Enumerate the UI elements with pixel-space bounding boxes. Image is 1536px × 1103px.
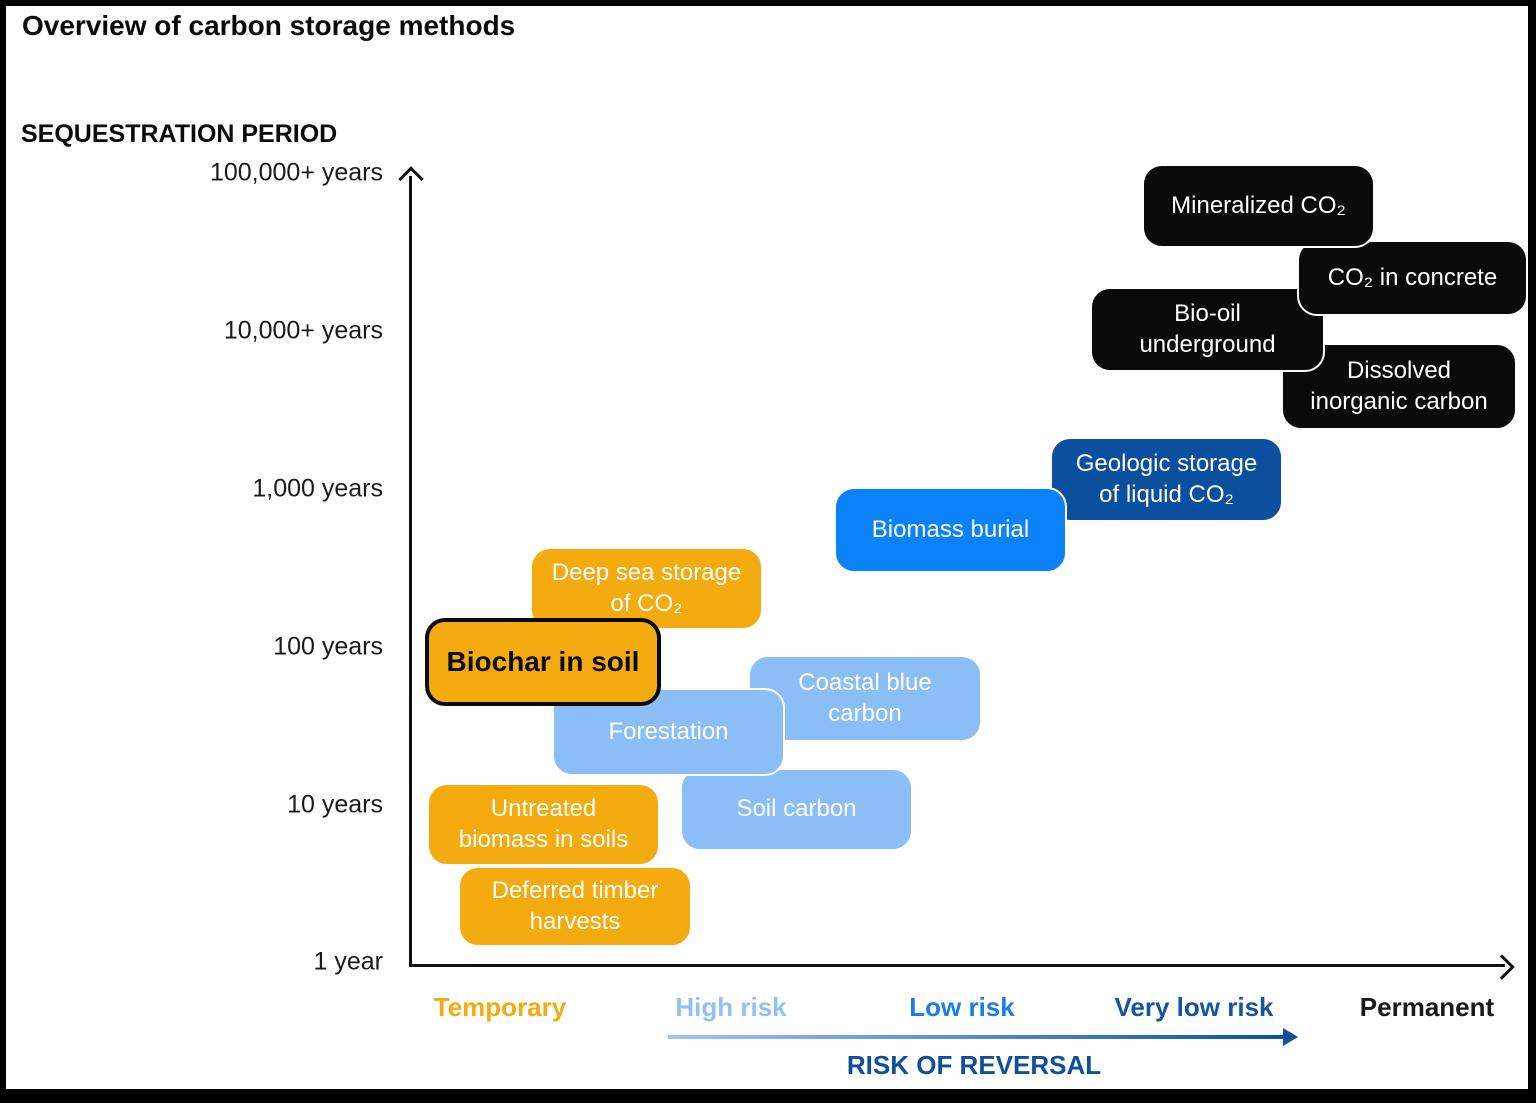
- method-label: Forestation: [608, 717, 729, 745]
- method-label: Biochar in soil: [446, 646, 640, 678]
- method-box-geologic-storage: Geologic storage of liquid CO₂: [1050, 437, 1283, 522]
- method-label: Dissolved inorganic carbon: [1310, 357, 1488, 415]
- x-axis-line: [409, 964, 1505, 967]
- x-tick-temporary: Temporary: [433, 992, 567, 1022]
- method-box-co2-in-concrete: CO₂ in concrete: [1297, 240, 1528, 316]
- method-label: CO₂ in concrete: [1327, 263, 1498, 291]
- method-box-mineralized-co2: Mineralized CO₂: [1142, 164, 1375, 248]
- chart-title: Overview of carbon storage methods: [22, 10, 516, 41]
- y-tick-10-years: 10 years: [287, 790, 383, 819]
- method-label: Deep sea storage of CO₂: [551, 559, 742, 617]
- y-tick-1000-years: 1,000 years: [252, 474, 383, 503]
- x-tick-low-risk: Low risk: [909, 992, 1015, 1022]
- method-label: Mineralized CO₂: [1171, 191, 1346, 219]
- y-axis-line: [409, 176, 412, 967]
- method-box-soil-carbon: Soil carbon: [680, 768, 913, 851]
- y-tick-100-years: 100 years: [273, 632, 383, 661]
- method-box-deferred-timber-harvests: Deferred timber harvests: [458, 866, 692, 947]
- risk-arrowhead-icon: [1283, 1028, 1298, 1046]
- y-tick-10000-years: 10,000+ years: [223, 316, 383, 345]
- y-axis-title: SEQUESTRATION PERIOD: [21, 120, 338, 148]
- method-label: Biomass burial: [871, 515, 1030, 543]
- x-tick-high-risk: High risk: [675, 992, 787, 1022]
- method-box-biomass-burial: Biomass burial: [834, 487, 1067, 573]
- method-box-untreated-biomass: Untreated biomass in soils: [427, 783, 660, 866]
- risk-gradient-arrow-line: [668, 1035, 1286, 1039]
- method-label: Bio-oil underground: [1139, 300, 1276, 358]
- method-label: Soil carbon: [736, 795, 857, 823]
- y-tick-100000-years: 100,000+ years: [209, 158, 383, 187]
- method-label: Geologic storage of liquid CO₂: [1075, 450, 1258, 508]
- x-tick-permanent: Permanent: [1359, 992, 1495, 1022]
- y-tick-1-year: 1 year: [313, 947, 383, 976]
- method-label: Deferred timber harvests: [491, 877, 659, 935]
- method-box-biochar-in-soil-highlighted: Biochar in soil: [425, 618, 661, 706]
- x-tick-very-low-risk: Very low risk: [1114, 992, 1274, 1022]
- method-box-coastal-blue-carbon: Coastal blue carbon: [748, 655, 982, 742]
- x-axis-title: RISK OF REVERSAL: [846, 1050, 1102, 1080]
- method-box-forestation: Forestation: [552, 688, 785, 776]
- method-box-bio-oil-underground: Bio-oil underground: [1090, 287, 1325, 372]
- method-box-deep-sea-storage: Deep sea storage of CO₂: [530, 547, 763, 630]
- method-label: Coastal blue carbon: [798, 669, 932, 727]
- method-label: Untreated biomass in soils: [458, 795, 629, 853]
